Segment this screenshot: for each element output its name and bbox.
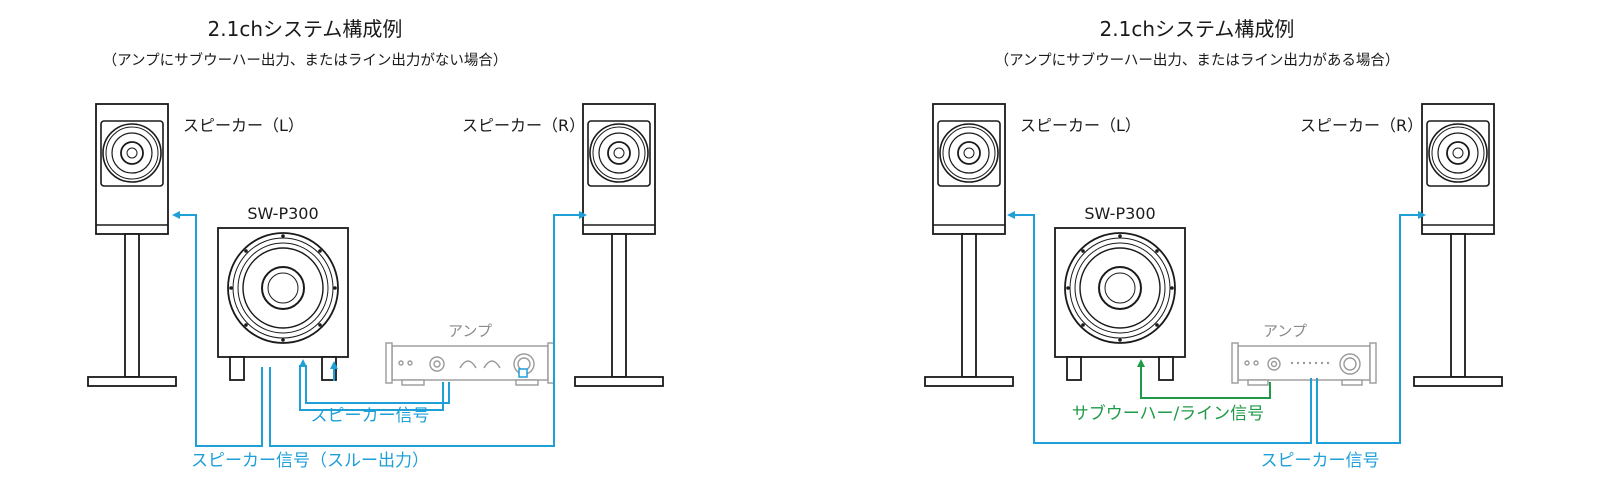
right-signal-label-line: サブウーハー/ライン信号 [1072,403,1264,424]
right-subwoofer [1054,227,1186,381]
left-title: 2.1chシステム構成例 [208,17,403,41]
left-subtitle: （アンプにサブウーハー出力、またはライン出力がない場合） [103,51,508,69]
right-signal-label-speaker: スピーカー信号 [1261,451,1380,471]
left-subwoofer [217,227,349,381]
left-signal-label-outer: スピーカー信号（スルー出力） [191,451,429,471]
left-wires [176,214,583,447]
left-amp-out-terminal [518,368,528,378]
right-subwoofer-label: SW-P300 [1084,204,1155,223]
left-subwoofer-label: SW-P300 [247,204,318,223]
left-signal-label-inner: スピーカー信号 [311,406,430,426]
left-speaker-l [87,103,177,387]
left-diagram: 2.1chシステム構成例 （アンプにサブウーハー出力、またはライン出力がない場合… [87,17,664,471]
left-speaker-r [574,103,664,387]
left-amplifier [385,342,555,386]
right-subtitle: （アンプにサブウーハー出力、またはライン出力がある場合） [995,51,1400,69]
right-diagram: 2.1chシステム構成例 （アンプにサブウーハー出力、またはライン出力がある場合… [924,17,1503,471]
right-wires [1011,214,1422,444]
left-arrowheads [172,211,587,369]
right-title: 2.1chシステム構成例 [1100,17,1295,41]
right-arrowheads [1007,211,1426,367]
right-speaker-l-label: スピーカー（L） [1020,116,1141,135]
right-speaker-r [1413,103,1503,387]
left-speaker-l-label: スピーカー（L） [183,116,304,135]
right-amp-label: アンプ [1263,322,1307,340]
left-amp-label: アンプ [448,322,492,340]
right-amp-meter-dots [1290,361,1330,365]
left-speaker-r-label: スピーカー（R） [462,116,585,135]
right-speaker-l [924,103,1014,387]
right-speaker-r-label: スピーカー（R） [1300,116,1423,135]
